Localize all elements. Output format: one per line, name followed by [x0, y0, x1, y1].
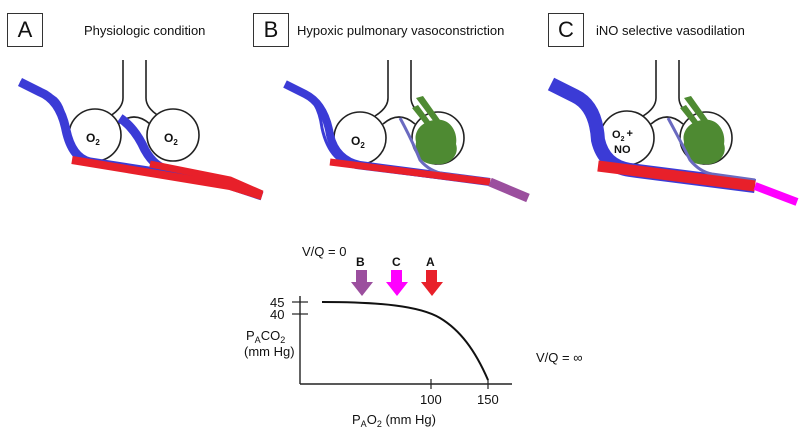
panel-b-caption: Hypoxic pulmonary vasoconstriction [297, 23, 505, 38]
svg-text:A: A [426, 255, 435, 269]
arrow-c: C [386, 255, 408, 296]
panel-b-diagram: O2 [283, 60, 530, 203]
panel-a-label: A [7, 13, 43, 47]
x-tick-150: 150 [477, 392, 499, 407]
no-label-c: NO [614, 144, 631, 156]
arrow-a: A [421, 255, 443, 296]
y-axis-label: PACO2 [246, 328, 285, 345]
svg-text:B: B [356, 255, 365, 269]
y-tick-45: 45 [270, 295, 284, 310]
o2-left-a: O2 [86, 131, 100, 147]
o2-left-c: O2+ [612, 128, 633, 143]
panel-c-label: C [548, 13, 584, 47]
vq-infinity-label: V/Q = ∞ [536, 350, 582, 365]
x-tick-100: 100 [420, 392, 442, 407]
svg-text:C: C [392, 255, 401, 269]
o2-co2-curve-chart: V/Q = 0 V/Q = ∞ B C A 45 40 100 150 PACO… [244, 244, 582, 429]
o2-right-a: O2 [164, 131, 178, 147]
x-axis-label: PAO2 (mm Hg) [352, 412, 436, 429]
panel-c-diagram: O2+ NO [547, 60, 799, 206]
y-axis-unit: (mm Hg) [244, 344, 295, 359]
arrow-b: B [351, 255, 373, 296]
panel-b-label: B [253, 13, 289, 47]
panel-a-diagram: O2 O2 [17, 60, 264, 201]
alveolus-right-a [146, 108, 200, 162]
panel-a-caption: Physiologic condition [84, 23, 206, 38]
panel-c-caption: iNO selective vasodilation [596, 23, 745, 38]
y-tick-40: 40 [270, 307, 284, 322]
o2-left-b: O2 [351, 134, 365, 150]
curve-line [321, 301, 489, 381]
vq-zero-label: V/Q = 0 [302, 244, 346, 259]
